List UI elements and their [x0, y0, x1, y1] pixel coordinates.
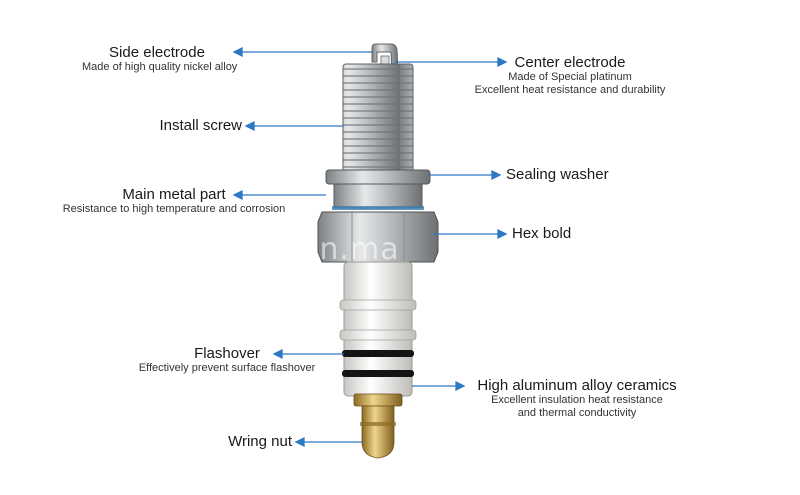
arrow-install-screw [244, 120, 343, 132]
arrow-side-electrode [232, 46, 372, 58]
wring-nut-label: Wring nut [228, 433, 292, 450]
install-screw-shape [342, 63, 414, 173]
sealing-washer-label: Sealing washer [506, 166, 609, 183]
wring-nut-shape [361, 405, 395, 459]
arrow-hex-bold [434, 228, 508, 240]
spark-plug [317, 43, 439, 459]
arrow-sealing-washer [430, 169, 502, 181]
callout-arrows [232, 46, 508, 448]
flashover-ring-shape [342, 350, 414, 357]
arrow-wring-nut [294, 436, 362, 448]
sealing-washer-shape [325, 169, 431, 185]
arrow-ceramics [412, 380, 466, 392]
hex-nut-shape [317, 211, 439, 263]
watermark-text: en.ma [300, 232, 400, 267]
hex-bold-label: Hex bold [512, 225, 572, 242]
arrow-main-metal-part [232, 189, 326, 201]
side-electrode-label: Side electrode Made of high quality nick… [82, 44, 238, 74]
ceramics-label: High aluminum alloy ceramics Excellent i… [477, 377, 677, 419]
center-electrode-label: Center electrode Made of Special platinu… [474, 54, 666, 96]
main-metal-part-label: Main metal part Resistance to high tempe… [62, 186, 286, 216]
arrow-flashover [272, 348, 344, 360]
flashover-label: Flashover Effectively prevent surface fl… [138, 345, 316, 375]
main-metal-body-shape [333, 183, 423, 209]
install-screw-label: Install screw [159, 117, 242, 134]
arrow-center-electrode [395, 56, 508, 68]
